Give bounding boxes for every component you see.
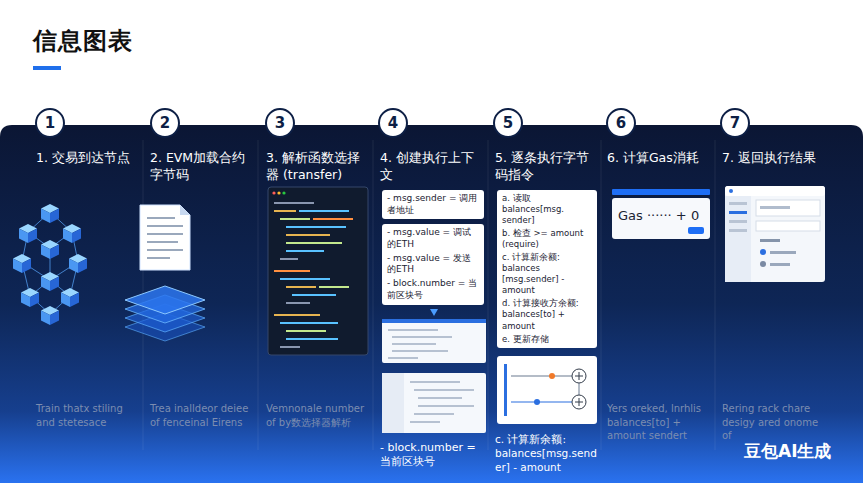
- step-number-circle: 5: [493, 108, 523, 138]
- step-heading: 2. EVM加载合约字节码: [150, 150, 254, 184]
- card-text: d. 计算接收方余额: balances[to] + amount: [502, 298, 592, 331]
- info-card: a. 读取balances[msg. sender]b. 检查 >= amoun…: [497, 190, 597, 348]
- instruction-diagram: [497, 356, 597, 424]
- info-card: - msg.sender = 调用者地址: [382, 190, 484, 219]
- title-underline: [33, 66, 61, 70]
- step-number: 7: [730, 116, 740, 131]
- step-heading: 1. 交易到达节点: [36, 150, 140, 167]
- gas-card: Gas ······ + 0: [612, 198, 710, 239]
- page-title: 信息图表: [33, 25, 133, 57]
- step-caption: Rering rack chare desigy ared onome of: [722, 402, 824, 443]
- step-heading: 5. 逐条执行字节码指令: [495, 150, 599, 184]
- step-number-circle: 6: [606, 108, 636, 138]
- step-caption: Vemnonale number of by数选择器解析: [266, 402, 368, 429]
- card-text: - msg.value = 调试的ETH: [387, 227, 479, 250]
- card-text: - msg.sender = 调用者地址: [387, 193, 479, 216]
- code-screenshot: [268, 187, 368, 355]
- button-icon: [688, 227, 704, 234]
- step-number: 6: [616, 116, 626, 131]
- step-number: 3: [275, 116, 285, 131]
- step-caption: - block.number = 当前区块号: [380, 441, 484, 471]
- step-number: 4: [388, 116, 398, 131]
- step-number: 1: [45, 116, 55, 131]
- column-dividers: [143, 140, 715, 450]
- step-caption: c. 计算新余额: balances[msg.sender] - amount: [495, 432, 599, 475]
- info-card: - msg.value = 调试的ETH - msg.value = 发送的ETH…: [382, 224, 484, 304]
- step-number-circle: 3: [265, 108, 295, 138]
- result-screenshot: [725, 186, 825, 282]
- dark-panel: [0, 125, 863, 483]
- step-number: 5: [503, 116, 513, 131]
- card-text: Gas ······ + 0: [618, 208, 704, 223]
- step-number-circle: 7: [720, 108, 750, 138]
- step-heading: 3. 解析函数选择器 (transfer): [266, 150, 370, 184]
- card-text: - block.number = 当前区块号: [387, 278, 479, 301]
- gas-bar: [612, 189, 710, 195]
- step-caption: Yers oreked, lnrhlis balances[to] + amou…: [607, 402, 709, 443]
- card-text: c. 计算新余额: balances [msg.sender] - amount: [502, 252, 592, 296]
- step-heading: 7. 返回执行结果: [722, 150, 826, 167]
- cube-network: [13, 204, 87, 325]
- step-number-circle: 2: [150, 108, 180, 138]
- context-screenshots: [382, 309, 486, 433]
- step-caption: Trea inalldeor deiee of fenceinal Eirens: [150, 402, 252, 429]
- card-text: e. 更新存储: [502, 334, 592, 345]
- card-text: - msg.value = 发送的ETH: [387, 253, 479, 276]
- card-text: b. 检查 >= amount (require): [502, 228, 592, 250]
- step-number-circle: 1: [35, 108, 65, 138]
- document-stack: [125, 205, 205, 341]
- watermark: 豆包AI生成: [744, 440, 831, 463]
- step-number-circle: 4: [378, 108, 408, 138]
- step-heading: 4. 创建执行上下文: [380, 150, 484, 184]
- card-text: a. 读取balances[msg. sender]: [502, 193, 592, 226]
- step-heading: 6. 计算Gas消耗: [607, 150, 711, 167]
- step-caption: Train thatx stiling and stetesace: [36, 402, 138, 429]
- step-number: 2: [160, 116, 170, 131]
